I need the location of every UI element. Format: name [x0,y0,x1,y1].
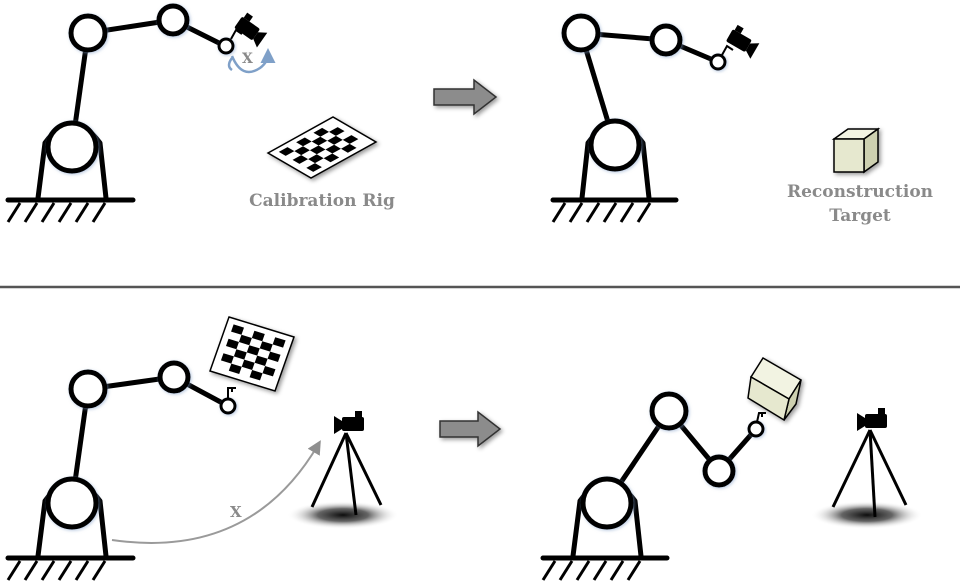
bottom-transition-arrow [439,410,502,448]
checker-square [267,351,281,362]
held-calibration-board [209,316,295,392]
checker-square [231,324,244,335]
checker-square [226,338,239,350]
checker-square [259,341,273,352]
fixed-camera-icon [334,411,364,434]
top-left-robot: X [5,3,276,223]
bottom-left-robot [5,360,237,581]
bottom-transform-label: X [230,503,242,521]
target-label-line2: Target [829,206,891,226]
checker-square [323,153,340,163]
checker-square [296,137,312,147]
checker-square [292,155,309,164]
bottom-transform-arrow [111,440,321,544]
top-transition-arrow [433,78,498,116]
checker-square [238,334,252,346]
checker-square [329,127,345,136]
checker-square [220,353,234,364]
checker-square [272,337,286,348]
checker-square [228,363,242,374]
calibration-rig-label: Calibration Rig [249,191,395,211]
checker-square [249,370,263,381]
target-label-line1: Reconstruction [787,182,933,202]
checker-square [251,330,265,342]
checker-square [311,136,328,146]
checker-square [233,349,247,360]
checker-square [278,147,295,156]
checker-square [327,135,343,145]
calibration-rig [266,116,378,179]
reconstruction-target-cube [831,127,881,174]
checker-square [262,366,276,377]
checker-square [325,144,341,154]
bottom-right-robot [540,391,766,581]
checker-square [306,163,322,172]
top-right-robot [550,13,762,223]
checker-square [342,135,359,144]
checker-square [308,154,324,164]
checker-square [241,359,255,370]
checker-square [254,355,268,366]
held-target-cube [747,356,803,422]
tripod-camera-right [811,408,923,529]
hand-camera-icon [724,23,762,59]
tripod-camera-left [287,411,399,529]
checker-square [313,127,330,137]
checker-square [309,145,326,155]
checker-square [340,143,357,153]
hand-camera-icon [232,11,271,48]
checker-square [294,146,310,156]
fixed-camera-icon [857,408,887,431]
top-transform-label: X [242,51,253,67]
checker-square [246,345,260,356]
